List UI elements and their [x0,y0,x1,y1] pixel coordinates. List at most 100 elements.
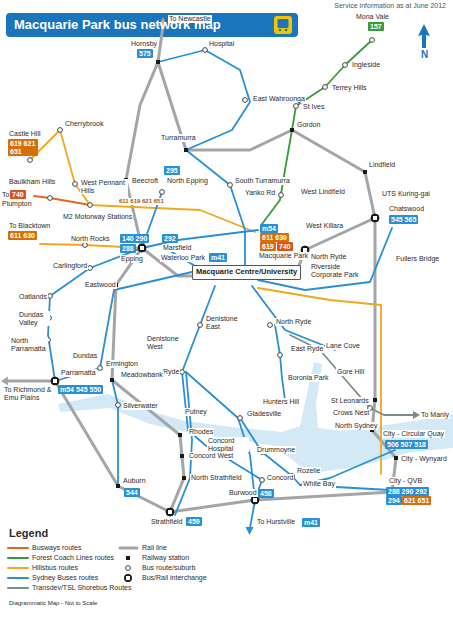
place-label: Crows Nest [332,409,370,417]
place-label: Boronia Park [287,374,329,382]
railway-station [290,128,294,132]
sydney-buses-route [55,272,192,381]
legend-entry: Forest Coach Lines routes [32,554,114,562]
legend-entry: Railway station [142,554,189,562]
place-label: Concord [266,474,294,482]
suburb-dot [203,48,208,53]
route-number: 157 [370,23,382,31]
route-number: m54 545 550 [60,386,101,394]
suburb-dot [278,353,283,358]
route-number: 459 [188,518,200,526]
route-badge: m54 [260,224,278,233]
sydney-buses-route [252,286,335,350]
place-label: To Manly [420,411,450,419]
route-badge: 740 [277,242,293,251]
railway-station [178,433,182,437]
arrow-head [1,377,8,386]
route-number: 544 [126,489,138,497]
route-badge: 459 [186,517,202,526]
place-label: North Rocks [70,235,111,243]
route-badge: 294 [386,496,402,505]
place-label: Plumpton [1,200,33,208]
railway-station [182,476,186,480]
place-label: Hunters Hill [262,398,300,406]
railway-station [184,148,188,152]
place-label: Denistone East [205,315,245,330]
place-label: Dundas Valley [18,311,50,326]
legend-sample [8,557,28,559]
suburb-dot [28,158,33,163]
place-label: Waterloo Park [160,254,206,262]
sydney-buses-route [186,372,255,500]
place-label: Parramatta [60,369,97,377]
sydney-buses-route [182,286,262,528]
route-number: 611 630 [10,232,35,240]
place-label: Eastwood [84,281,117,289]
suburb-dot [48,196,53,201]
interchange-core [168,510,172,514]
suburb-dot [228,183,233,188]
north-arrow [418,24,430,48]
route-badge: 292 [162,234,178,243]
place-label: Ryde [162,368,180,376]
route-number: m54 [262,225,276,233]
suburb-dot [198,323,203,328]
place-label: Burwood [228,489,258,497]
suburb-dot [323,85,328,90]
service-note: Service information as at June 2012 [333,2,447,10]
place-label: Macquarie Park [258,252,309,260]
railway-station [373,398,377,402]
place-label: M2 Motorway Stations [62,213,133,221]
place-label: Hospital [208,40,235,48]
place-label: Chatswood [388,205,425,213]
place-label: To Hurstville [256,518,296,526]
route-number: m41 [304,519,318,527]
legend-sample [124,574,132,582]
place-label: City - Wynyard [400,455,448,463]
place-label: Dundas [72,352,98,360]
route-number: 575 [139,50,151,58]
route-number: 288 [122,245,134,253]
place-label: East Ryde [290,345,324,353]
place-label: North Ryde [275,318,312,326]
place-label: UTS Kuring-gai [381,190,431,198]
place-label: Cherrybrook [64,120,105,128]
route-number: 545 565 [391,216,416,224]
place-label: North Strathfield [190,474,243,482]
route-number: 458 [260,490,272,498]
place-label: Oatlands [18,293,48,301]
place-label: Auburn [122,477,147,485]
suburb-dot [83,243,88,248]
sydney-buses-route [112,380,118,486]
place-label: Hornsby [130,40,158,48]
route-badge: 740 [10,190,26,199]
suburb-dot [343,63,348,68]
railway-station [363,170,367,174]
map-note: Diagrammatic Map - Not to Scale [8,600,98,607]
bus-icon [274,16,292,34]
legend-sample [8,547,28,549]
place-label: Concord Hospital [207,437,249,452]
place-label: St Ives [302,103,325,111]
railway-station [156,60,160,64]
suburb-dot [294,104,299,109]
route-number: 140 290 [122,235,147,243]
place-label: Strathfield [150,518,184,526]
route-badge: 619 621 651 [8,139,38,156]
route-badge: 619 [260,242,276,251]
suburb-dot [73,182,78,187]
interchange [138,244,146,252]
suburb-dot [160,190,165,195]
place-label: To Newcastle [168,15,212,23]
arrow-head [246,527,254,535]
route-badge: 288 290 292 [386,487,429,496]
place-label: Yanko Rd [244,189,276,197]
place-label: Rhodes [188,428,214,436]
suburb-dot [238,416,243,421]
suburb-dot [370,38,375,43]
route-badge: m41 [209,253,227,262]
interchange [166,508,174,516]
place-label: Denistone West [146,335,188,350]
place-label: North Ryde [310,253,347,261]
route-badge: 611 630 [8,231,37,240]
